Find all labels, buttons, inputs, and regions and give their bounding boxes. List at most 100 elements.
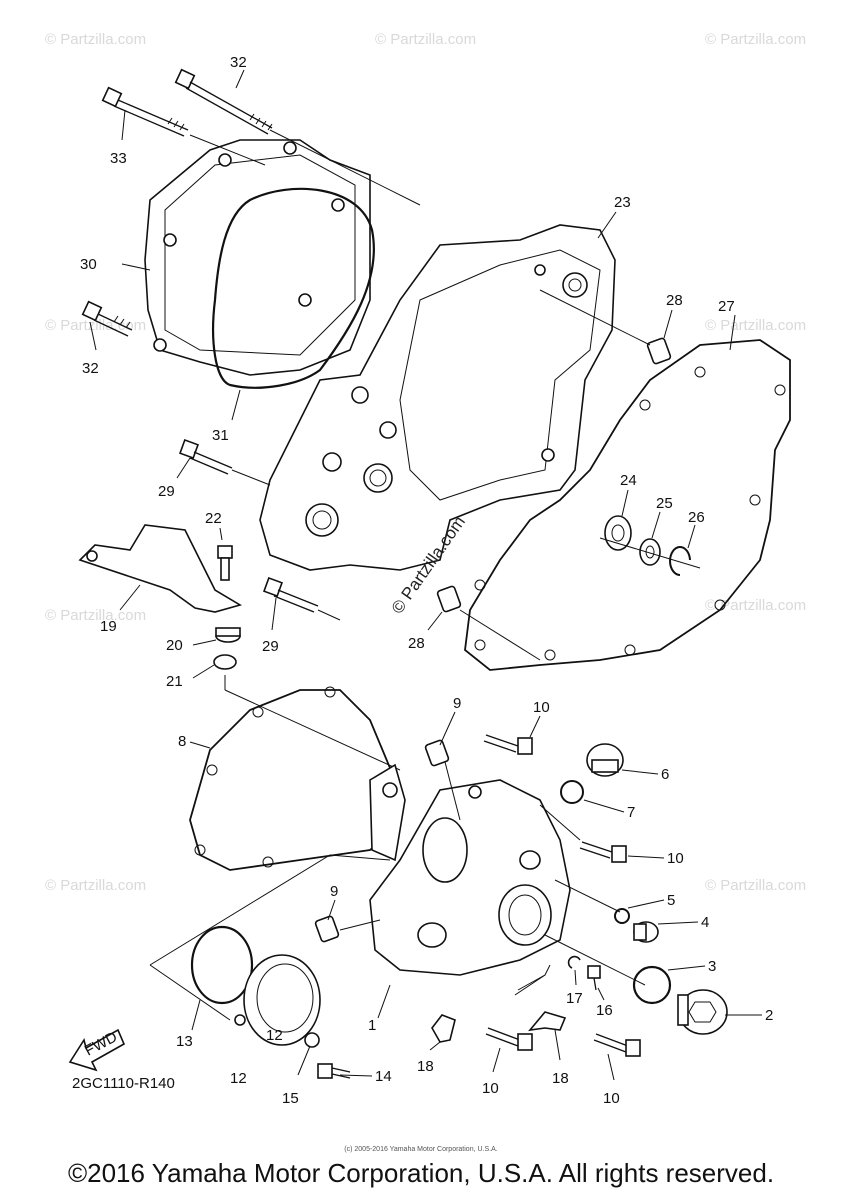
callout: 17 xyxy=(566,990,583,1007)
callout: 26 xyxy=(688,509,705,526)
watermark: © Partzilla.com xyxy=(705,31,806,48)
watermark: © Partzilla.com xyxy=(375,31,476,48)
callout: 29 xyxy=(158,483,175,500)
bolt-33 xyxy=(101,86,189,137)
oil-filler-cap-6 xyxy=(586,743,624,777)
gasket-31 xyxy=(212,187,375,389)
clutch-cover-30 xyxy=(144,139,371,376)
callout: 15 xyxy=(282,1090,299,1107)
callout: 10 xyxy=(482,1080,499,1097)
bolt-29-lower xyxy=(263,577,319,613)
callout: 29 xyxy=(262,638,279,655)
callout: 14 xyxy=(375,1068,392,1085)
dowel-9-top xyxy=(424,739,450,767)
crankcase-23 xyxy=(259,224,616,571)
upper-leader-lines xyxy=(189,129,701,771)
clamp-18-right xyxy=(528,1011,567,1032)
callout: 12 xyxy=(266,1027,283,1044)
clamp-18-left xyxy=(431,1014,456,1043)
callout: 3 xyxy=(708,958,716,975)
callout: 25 xyxy=(656,495,673,512)
gasket-27-holes xyxy=(474,366,786,661)
callout: 30 xyxy=(80,256,97,273)
dowel-28-lower xyxy=(436,585,462,613)
bolt-10-bottom-left xyxy=(485,1027,533,1051)
callout: 4 xyxy=(701,914,709,931)
gasket-27 xyxy=(464,339,791,671)
callout: 2 xyxy=(765,1007,773,1024)
o-ring-7 xyxy=(560,780,584,804)
bolt-10-right xyxy=(579,841,627,863)
callout: 6 xyxy=(661,766,669,783)
callout: 5 xyxy=(667,892,675,909)
watermark: © Partzilla.com xyxy=(705,597,806,614)
bolt-32-lower xyxy=(81,300,133,337)
bolt-22 xyxy=(217,545,233,581)
callout: 18 xyxy=(552,1070,569,1087)
o-ring-13 xyxy=(190,925,254,1005)
bolt-14 xyxy=(317,1063,351,1079)
callout: 32 xyxy=(82,360,99,377)
bolt-16 xyxy=(587,965,601,991)
watermark-layer: © Partzilla.com © Partzilla.com © Partzi… xyxy=(45,31,806,894)
plug-4 xyxy=(633,921,659,943)
callout: 23 xyxy=(614,194,631,211)
diagram-code: 2GC1110-R140 xyxy=(72,1075,175,1092)
bolt-29-top xyxy=(179,439,233,475)
plug-2 xyxy=(677,989,728,1035)
guard-19 xyxy=(78,524,243,613)
callout: 1 xyxy=(368,1017,376,1034)
callout: 8 xyxy=(178,733,186,750)
bolt-11 xyxy=(483,734,533,755)
callout: 28 xyxy=(666,292,683,309)
crankcase-cover-1 xyxy=(369,763,571,976)
tiny-notice: (c) 2005-2016 Yamaha Motor Corporation, … xyxy=(344,1146,498,1153)
callout: 9 xyxy=(453,695,461,712)
callout: 10 xyxy=(603,1090,620,1107)
callout: 18 xyxy=(417,1058,434,1075)
gasket-8 xyxy=(189,689,396,871)
dowel-9-lower xyxy=(314,915,340,943)
watermark: © Partzilla.com xyxy=(45,607,146,624)
callout: 7 xyxy=(627,804,635,821)
fwd-arrow-icon: FWD xyxy=(68,1028,126,1072)
callout-labels: 1 2 3 4 5 6 7 8 9 9 10 10 10 10 12 12 13… xyxy=(80,54,773,1107)
dowel-28-top xyxy=(646,337,672,365)
copyright-footer: ©2016 Yamaha Motor Corporation, U.S.A. A… xyxy=(67,1158,775,1188)
callout: 13 xyxy=(176,1033,193,1050)
callout: 16 xyxy=(596,1002,613,1019)
callout: 10 xyxy=(533,699,550,716)
watermark: © Partzilla.com xyxy=(45,317,146,334)
collar-20 xyxy=(215,627,241,643)
callout: 21 xyxy=(166,673,183,690)
callout: 27 xyxy=(718,298,735,315)
cover-12 xyxy=(234,954,321,1046)
o-ring-3 xyxy=(632,965,672,1005)
lower-leader-lines xyxy=(149,761,646,1021)
watermark: © Partzilla.com xyxy=(45,31,146,48)
callout: 32 xyxy=(230,54,247,71)
callout-12: 12 xyxy=(230,1070,247,1087)
callout: 33 xyxy=(110,150,127,167)
callout: 24 xyxy=(620,472,637,489)
callout: 19 xyxy=(100,618,117,635)
callout: 10 xyxy=(667,850,684,867)
grommet-21 xyxy=(213,654,237,670)
callout: 22 xyxy=(205,510,222,527)
callout: 28 xyxy=(408,635,425,652)
bolt-32-top xyxy=(174,68,273,135)
callout: 31 xyxy=(212,427,229,444)
gasket-8-holes xyxy=(194,686,336,868)
circlip-26 xyxy=(669,546,691,576)
watermark: © Partzilla.com xyxy=(705,317,806,334)
callout: 20 xyxy=(166,637,183,654)
bearing-24 xyxy=(604,515,632,551)
washer-15 xyxy=(304,1032,320,1048)
o-ring-5 xyxy=(614,908,630,924)
callout: 9 xyxy=(330,883,338,900)
bolt-10-bottom-right xyxy=(593,1033,641,1057)
washer-25 xyxy=(639,538,661,566)
watermark: © Partzilla.com xyxy=(45,877,146,894)
